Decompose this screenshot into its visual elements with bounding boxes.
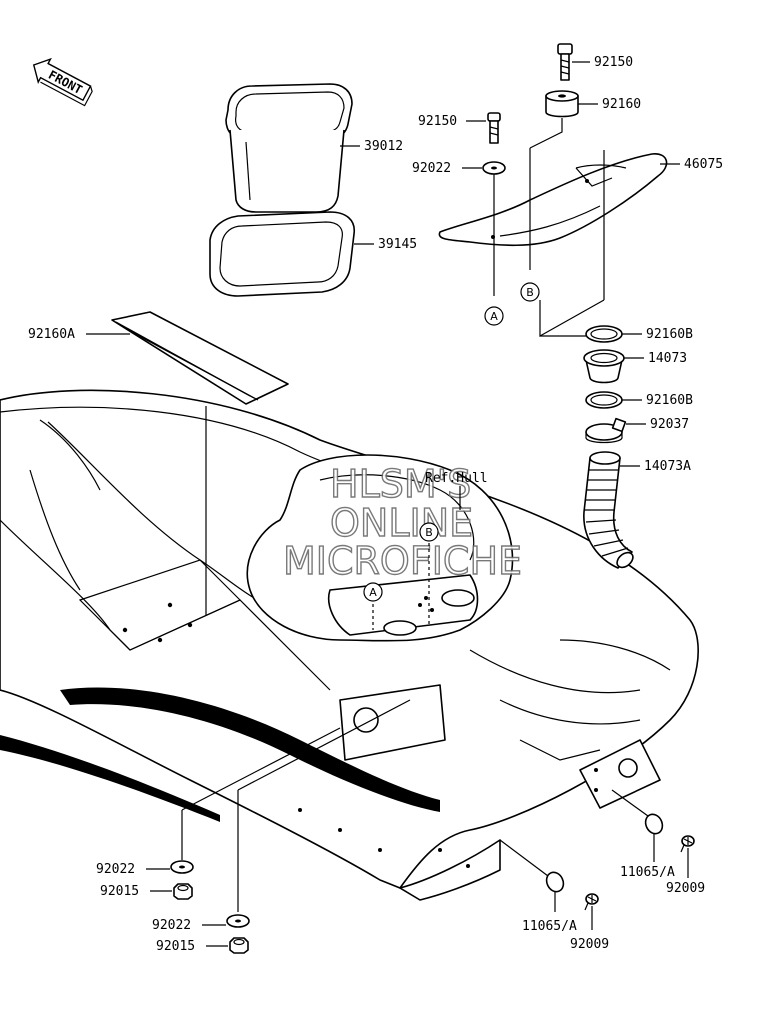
label-92009-center: 92009 [570, 937, 609, 952]
cap-11065A-right [644, 813, 664, 835]
svg-text:B: B [425, 526, 433, 539]
marker-b-handle: B [520, 282, 540, 302]
label-92037: 92037 [650, 417, 689, 432]
hull-deck [0, 389, 699, 901]
spacer-92160 [545, 90, 579, 118]
watermark-line-2: ONLINE [330, 501, 473, 545]
watermark: HLSM'S ONLINE MICROFICHE [282, 461, 522, 583]
bolt-92150-top [557, 43, 573, 81]
label-92022-b2: 92022 [152, 918, 191, 933]
label-46075: 46075 [684, 157, 723, 172]
ref-hull-note: Ref.Hull [425, 471, 488, 486]
label-92160: 92160 [602, 97, 641, 112]
svg-text:A: A [369, 586, 377, 599]
o-ring-92160B-top [585, 325, 623, 343]
o-ring-92160B-bottom [585, 391, 623, 409]
svg-text:B: B [526, 286, 534, 299]
label-14073A: 14073A [644, 459, 691, 474]
label-92015-b2: 92015 [156, 939, 195, 954]
label-92160B-2: 92160B [646, 393, 693, 408]
label-39145: 39145 [378, 237, 417, 252]
hull-bolt-holes [122, 596, 598, 868]
label-39012: 39012 [364, 139, 403, 154]
seal-ring-39145 [209, 211, 355, 297]
label-92150-mid: 92150 [418, 114, 457, 129]
washer-92022-b1 [170, 860, 194, 874]
label-92015-b1: 92015 [100, 884, 139, 899]
nut-92015-b1 [173, 883, 193, 900]
svg-text:A: A [490, 310, 498, 323]
watermark-line-3: MICROFICHE [283, 539, 522, 583]
label-92150-top: 92150 [594, 55, 633, 70]
pad-92160A [111, 311, 289, 405]
front-arrow-icon: FRONT [32, 57, 93, 107]
label-92022-top: 92022 [412, 161, 451, 176]
washer-92022-b2 [226, 914, 250, 928]
marker-a-handle: A [484, 306, 504, 326]
watermark-line-1: HLSM'S [330, 462, 471, 506]
marker-a-hull: A [363, 582, 383, 602]
hose-14073A [583, 451, 634, 569]
clamp-92037 [585, 417, 627, 444]
label-92009-right: 92009 [666, 881, 705, 896]
label-92022-b1: 92022 [96, 862, 135, 877]
label-14073: 14073 [648, 351, 687, 366]
cap-11065A-center [545, 871, 565, 893]
screw-92009-right [680, 835, 695, 853]
bolt-92150-mid [487, 112, 501, 144]
washer-92022-top [482, 161, 506, 175]
marker-b-hull: B [419, 522, 439, 542]
label-92160A: 92160A [28, 327, 75, 342]
nut-92015-b2 [229, 937, 249, 954]
label-11065A-center: 11065/A [522, 919, 577, 934]
label-11065A-right: 11065/A [620, 865, 675, 880]
storage-bucket-39012 [225, 83, 353, 213]
label-92160B-1: 92160B [646, 327, 693, 342]
screw-92009-center [584, 893, 599, 911]
fitting-14073 [583, 349, 625, 384]
